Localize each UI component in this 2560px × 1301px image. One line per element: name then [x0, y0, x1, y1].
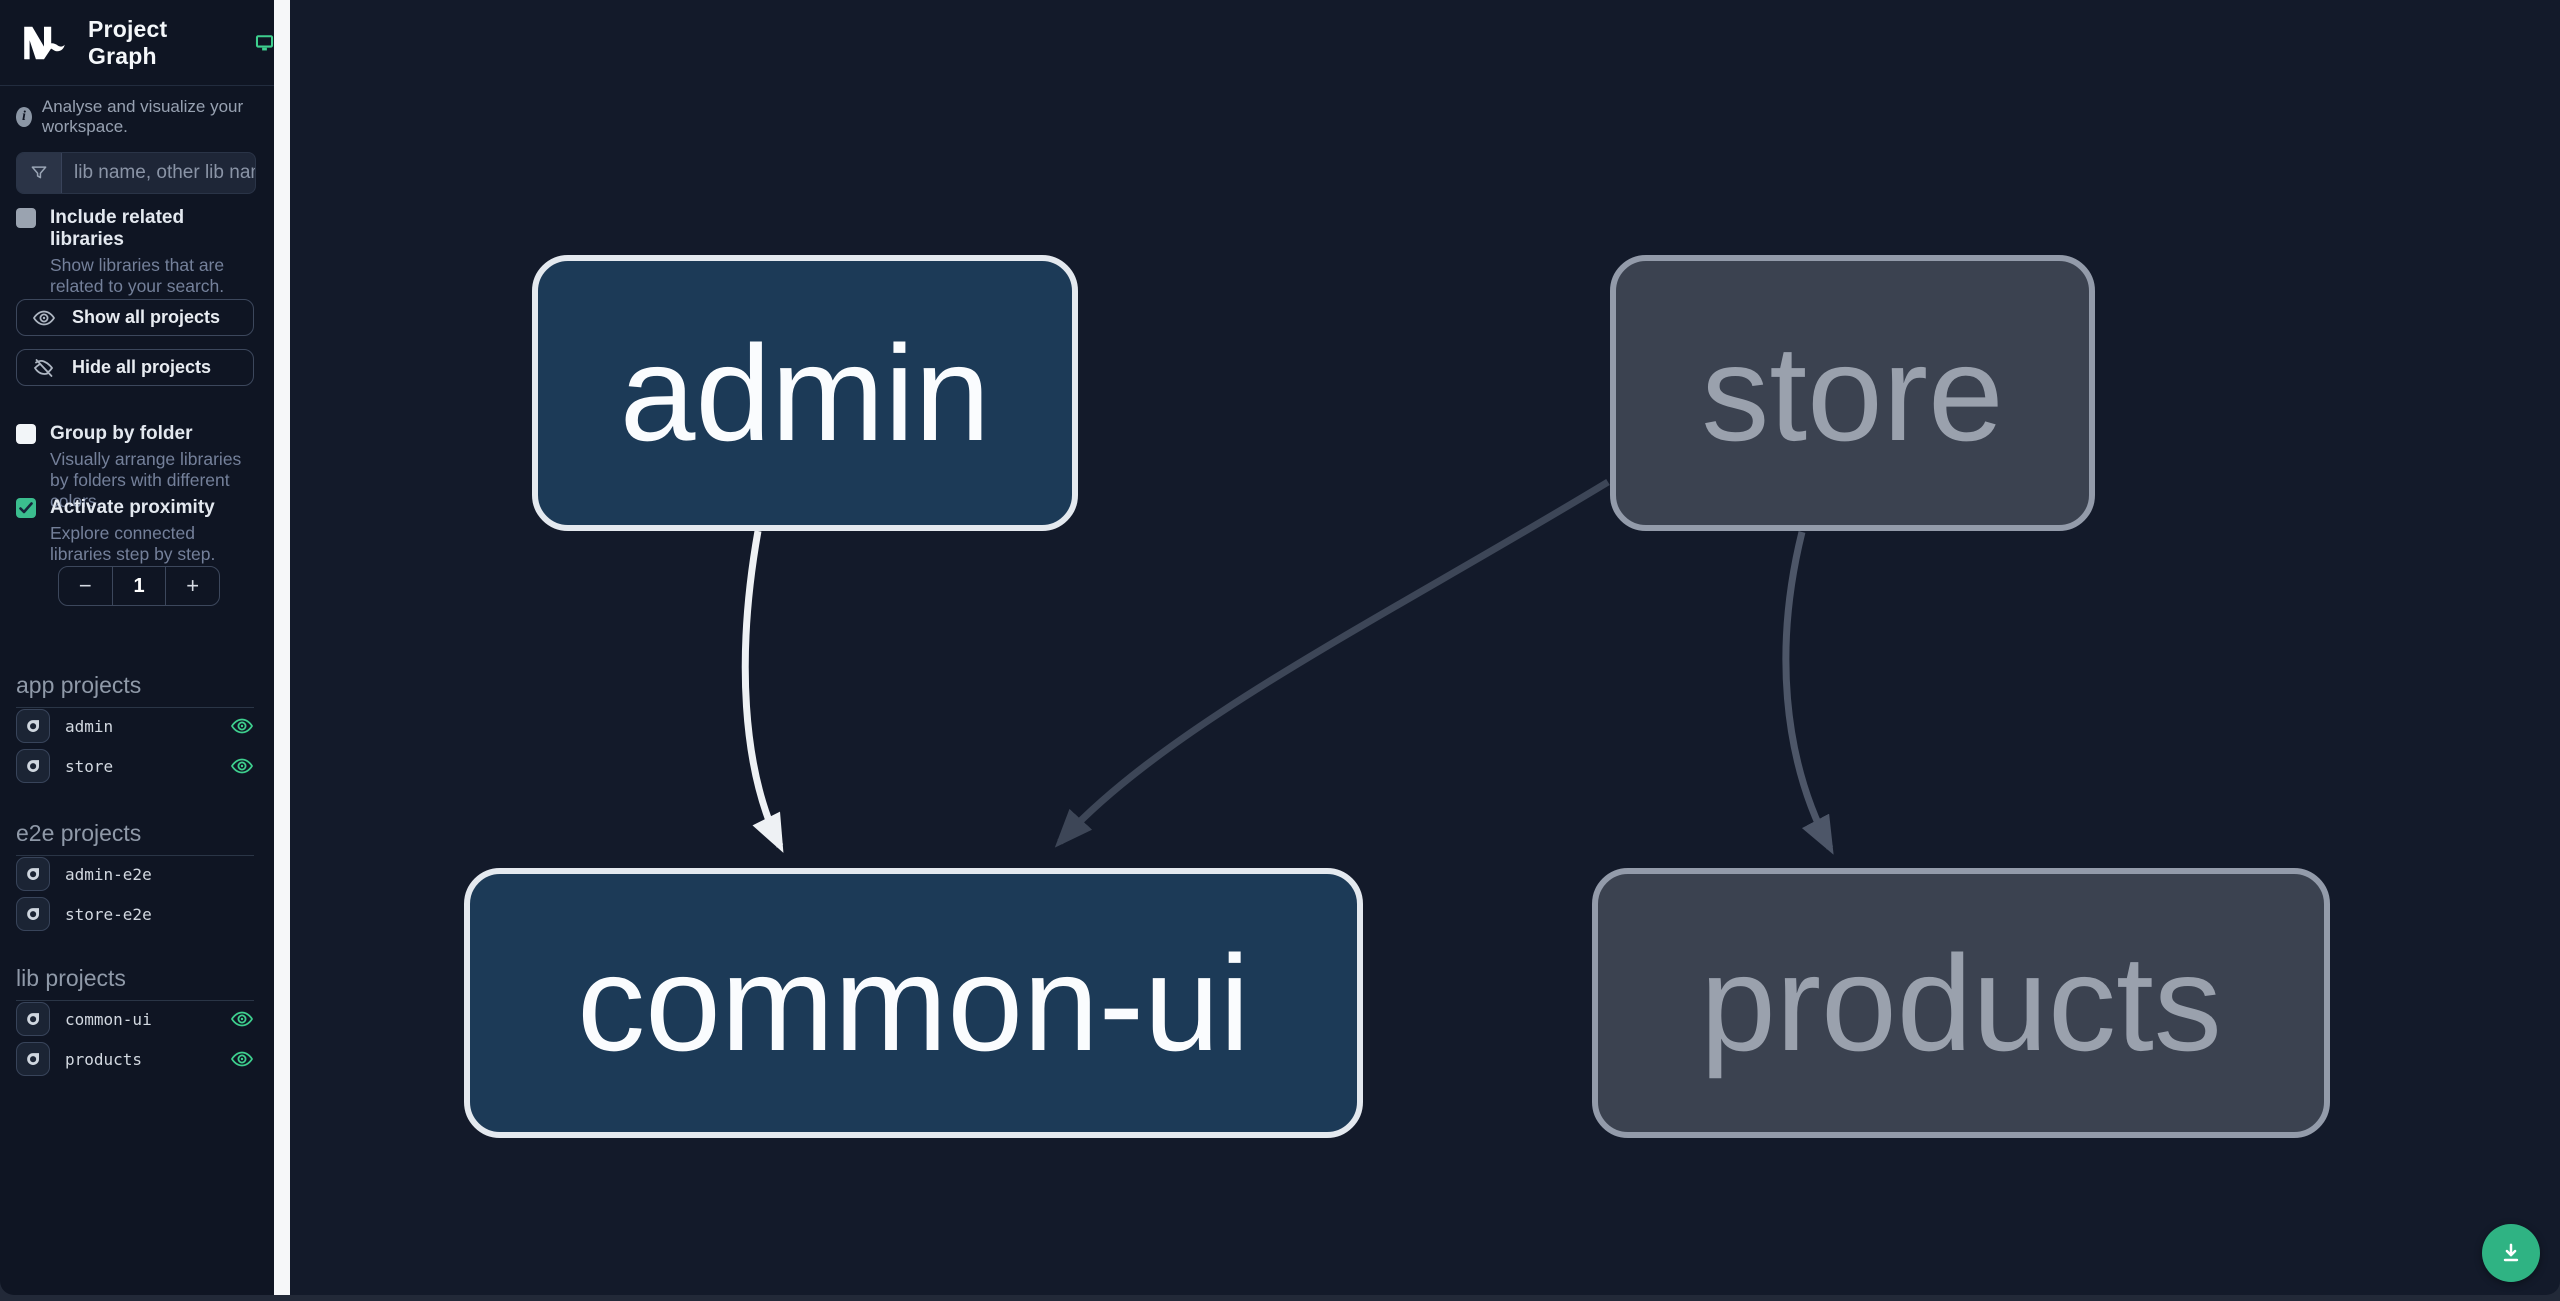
project-name[interactable]: products — [65, 1049, 143, 1069]
graph-node-store[interactable]: store — [1610, 255, 2095, 531]
info-icon: i — [16, 107, 32, 127]
graph-canvas[interactable]: admin store common-ui products — [290, 0, 2560, 1295]
group-by-folder-checkbox[interactable] — [16, 424, 36, 444]
page-title: Project Graph — [88, 15, 168, 69]
search-box — [16, 152, 256, 194]
project-row-products: products — [16, 1042, 254, 1076]
graph-node-products[interactable]: products — [1592, 868, 2330, 1138]
focus-project-button[interactable] — [16, 1002, 50, 1036]
graph-node-admin[interactable]: admin — [532, 255, 1078, 531]
hide-all-projects-button[interactable]: Hide all projects — [16, 349, 254, 386]
focus-project-icon — [27, 1053, 39, 1065]
activate-proximity-checkbox[interactable] — [16, 498, 36, 518]
proximity-value: 1 — [111, 567, 166, 605]
group-by-folder-desc: Visually arrange libraries by folders wi… — [50, 449, 242, 511]
group-by-folder-label: Group by folder — [50, 423, 193, 444]
eye-icon[interactable] — [230, 1008, 254, 1030]
filter-funnel-icon — [17, 153, 62, 193]
project-name[interactable]: admin — [65, 716, 114, 736]
project-row-store: store — [16, 749, 254, 783]
project-row-store-e2e: store-e2e — [16, 897, 254, 931]
show-all-projects-button[interactable]: Show all projects — [16, 299, 254, 336]
focus-project-icon — [27, 868, 39, 880]
download-icon — [2503, 1243, 2519, 1262]
focus-project-icon — [27, 760, 39, 772]
project-name[interactable]: store — [65, 756, 114, 776]
edge-store-to-products[interactable] — [1782, 531, 1834, 855]
graph-node-common-ui[interactable]: common-ui — [464, 868, 1363, 1138]
eye-icon — [32, 310, 56, 325]
option-activate-proximity: Activate proximity Explore connected lib… — [16, 497, 254, 565]
project-row-common-ui: common-ui — [16, 1002, 254, 1036]
sidebar-header: Project Graph — [0, 0, 274, 86]
option-include-related: Include related libraries Show libraries… — [16, 207, 254, 297]
focus-project-button[interactable] — [16, 749, 50, 783]
subtitle-text: Analyse and visualize your workspace. — [41, 97, 244, 136]
project-row-admin-e2e: admin-e2e — [16, 857, 254, 891]
edge-store-to-common-ui[interactable] — [1054, 479, 1610, 848]
option-group-by-folder: Group by folder Visually arrange librari… — [16, 423, 254, 512]
library-filter-input[interactable] — [62, 153, 255, 193]
include-related-label: Include related libraries — [50, 207, 185, 250]
section-title-app-projects: app projects — [16, 672, 254, 708]
focus-project-icon — [27, 1013, 39, 1025]
monitor-icon[interactable] — [255, 33, 274, 53]
focus-project-button[interactable] — [16, 709, 50, 743]
graph-edges — [741, 479, 1834, 855]
proximity-increment-button[interactable]: + — [165, 567, 219, 605]
node-label: store — [1701, 317, 2004, 469]
node-label: common-ui — [577, 927, 1250, 1079]
eye-icon[interactable] — [230, 1048, 254, 1070]
download-graph-button[interactable] — [2482, 1224, 2540, 1282]
project-name[interactable]: common-ui — [65, 1009, 152, 1029]
node-label: products — [1700, 927, 2222, 1079]
nx-logo — [24, 26, 65, 59]
focus-project-button[interactable] — [16, 1042, 50, 1076]
include-related-checkbox[interactable] — [16, 208, 36, 228]
eye-icon[interactable] — [230, 715, 254, 737]
eye-icon[interactable] — [230, 755, 254, 777]
checkmark-icon — [19, 502, 33, 514]
focus-project-button[interactable] — [16, 857, 50, 891]
project-name[interactable]: store-e2e — [65, 904, 152, 924]
show-all-label: Show all projects — [72, 307, 221, 327]
activate-proximity-desc: Explore connected libraries step by step… — [50, 523, 216, 564]
sidebar-resize-divider[interactable] — [274, 0, 290, 1295]
proximity-stepper: − 1 + — [58, 566, 220, 606]
edge-admin-to-common-ui[interactable] — [741, 530, 784, 853]
section-title-lib-projects: lib projects — [16, 965, 254, 1001]
sidebar: Project Graph i Analyse and visualize yo… — [0, 0, 274, 1295]
project-row-admin: admin — [16, 709, 254, 743]
workspace-subtitle: i Analyse and visualize your workspace. — [16, 97, 274, 137]
activate-proximity-label: Activate proximity — [50, 497, 215, 518]
eye-off-icon — [33, 358, 54, 377]
project-name[interactable]: admin-e2e — [65, 864, 152, 884]
focus-project-button[interactable] — [16, 897, 50, 931]
focus-project-icon — [27, 908, 39, 920]
focus-project-icon — [27, 720, 39, 732]
hide-all-label: Hide all projects — [72, 357, 212, 377]
include-related-desc: Show libraries that are related to your … — [50, 255, 225, 296]
section-title-e2e-projects: e2e projects — [16, 820, 254, 856]
proximity-decrement-button[interactable]: − — [78, 573, 92, 598]
node-label: admin — [619, 317, 991, 469]
